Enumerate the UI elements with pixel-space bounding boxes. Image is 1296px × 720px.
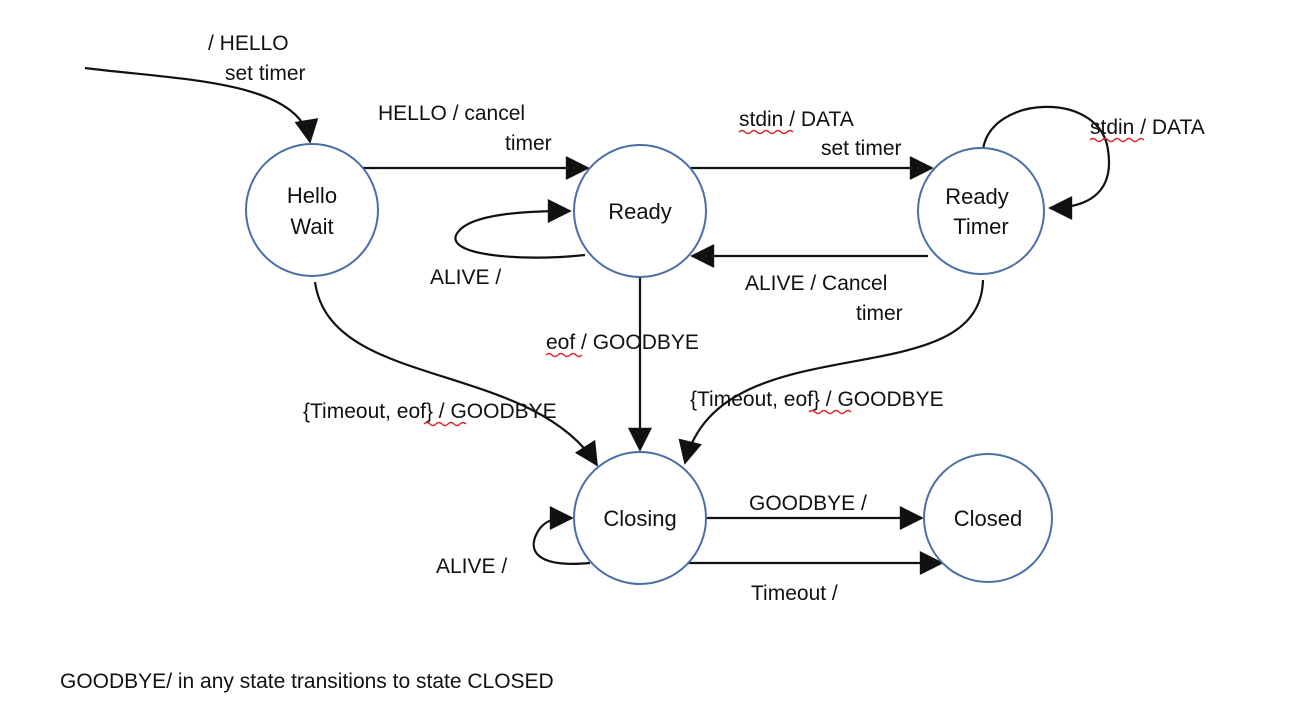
closing-self-loop-label: ALIVE / bbox=[436, 555, 507, 578]
closing-to-closed-goodbye-label: GOODBYE / bbox=[749, 492, 867, 515]
hello-to-ready-label-line-2: timer bbox=[505, 132, 552, 155]
hello-to-ready-label-line-1: HELLO / cancel bbox=[378, 102, 525, 125]
spellcheck-underline bbox=[1089, 137, 1145, 143]
hello-wait-to-closing-arrow bbox=[313, 281, 598, 467]
ready-timer-to-closing-label: {Timeout, eof} / GOODBYE bbox=[690, 388, 944, 411]
state-closed: Closed bbox=[923, 453, 1053, 583]
ready-self-loop-label: ALIVE / bbox=[430, 266, 501, 289]
state-hello-wait: Hello Wait bbox=[245, 143, 379, 277]
ready-self-loop bbox=[454, 199, 586, 259]
state-hello-wait-line-2: Wait bbox=[290, 214, 333, 239]
state-ready-label: Ready bbox=[608, 199, 672, 224]
initial-label-line-1: / HELLO bbox=[208, 32, 289, 55]
spellcheck-underline bbox=[545, 352, 583, 358]
ready-to-ready-timer-label-line-1: stdin / DATA bbox=[739, 108, 854, 131]
ready-timer-self-loop bbox=[981, 105, 1111, 220]
ready-timer-to-closing-arrow bbox=[678, 279, 985, 465]
closing-to-closed-timeout-label: Timeout / bbox=[751, 582, 838, 605]
state-ready-timer-line-1: Ready bbox=[945, 184, 1009, 209]
ready-to-closing-label: eof / GOODBYE bbox=[546, 331, 699, 354]
state-hello-wait-line-1: Hello bbox=[287, 183, 337, 208]
initial-arrow bbox=[84, 66, 319, 144]
spellcheck-underline bbox=[423, 421, 467, 427]
closing-self-loop bbox=[532, 506, 591, 565]
state-closed-label: Closed bbox=[954, 506, 1022, 531]
hello-wait-to-closing-label: {Timeout, eof} / GOODBYE bbox=[303, 400, 557, 423]
footnote: GOODBYE/ in any state transitions to sta… bbox=[60, 670, 554, 693]
ready-timer-self-label: stdin / DATA bbox=[1090, 116, 1205, 139]
state-closing: Closing bbox=[573, 451, 707, 585]
spellcheck-underline bbox=[738, 129, 794, 135]
ready-timer-to-ready-label-line-1: ALIVE / Cancel bbox=[745, 272, 887, 295]
state-ready-timer-line-2: Timer bbox=[953, 214, 1008, 239]
initial-label-line-2: set timer bbox=[225, 62, 306, 85]
ready-to-ready-timer-label-line-2: set timer bbox=[821, 137, 902, 160]
spellcheck-underline bbox=[808, 409, 852, 415]
state-ready: Ready bbox=[573, 144, 707, 278]
ready-timer-to-ready-label-line-2: timer bbox=[856, 302, 903, 325]
state-closing-label: Closing bbox=[603, 506, 676, 531]
state-ready-timer: Ready Timer bbox=[917, 147, 1045, 275]
